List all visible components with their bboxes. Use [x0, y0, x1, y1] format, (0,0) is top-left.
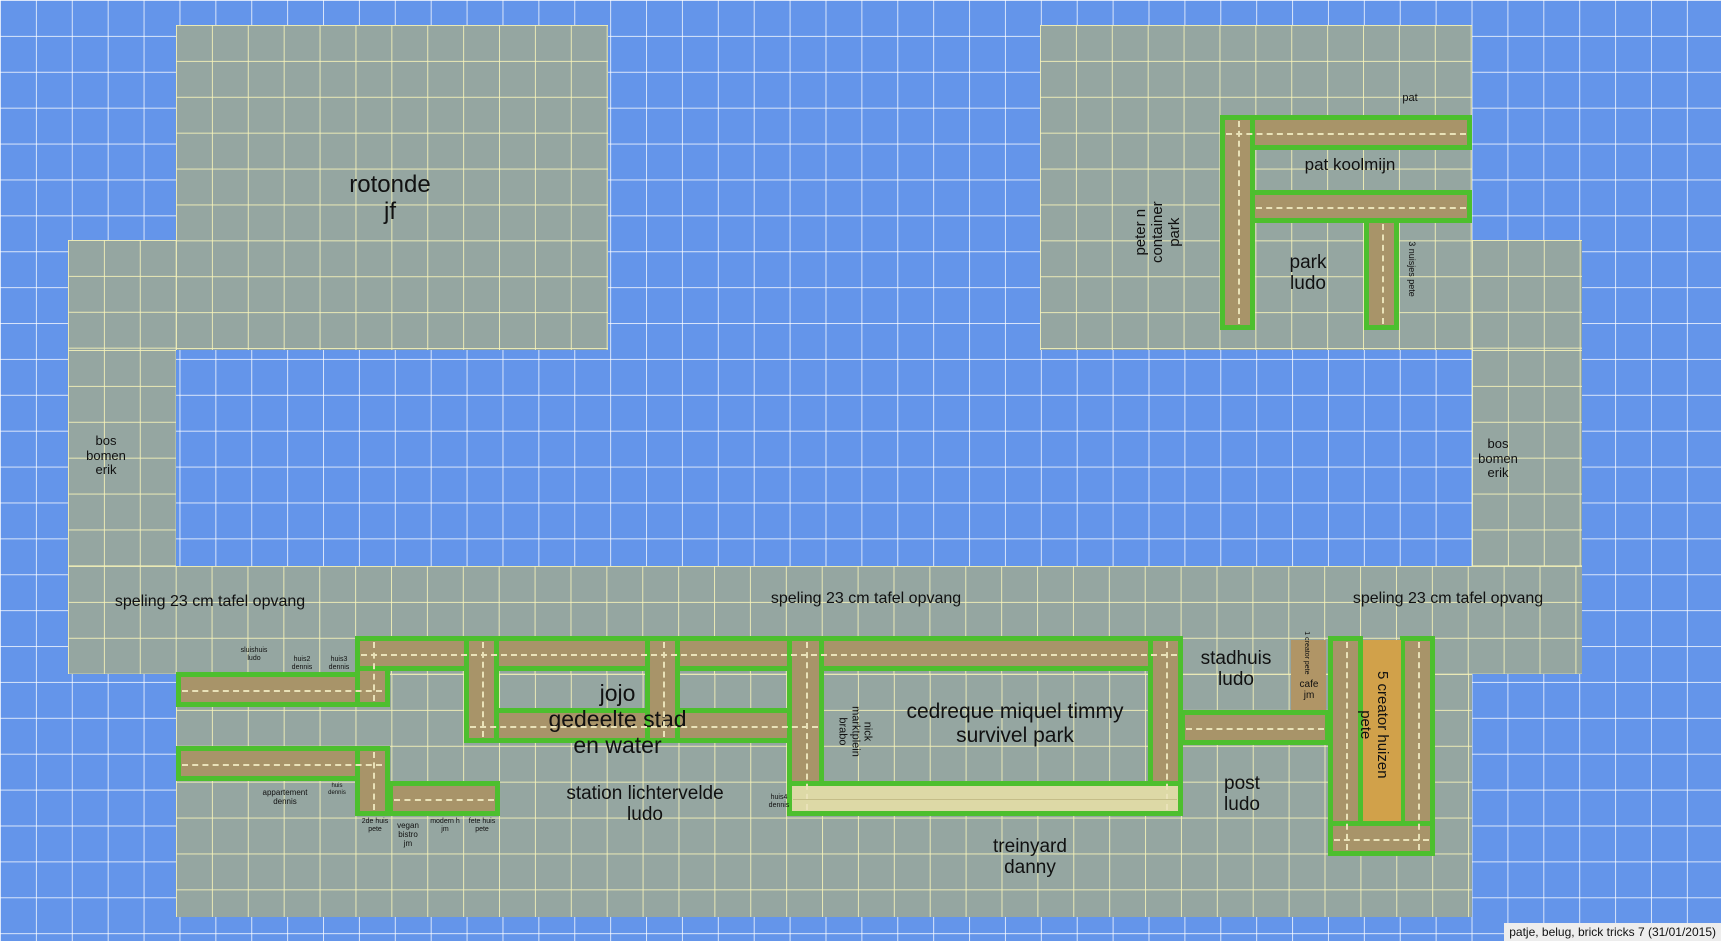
pat-koolmijn-label: pat koolmijn: [1304, 155, 1396, 174]
road-s-east-link: [1180, 710, 1330, 745]
pat-label: pat: [1402, 92, 1418, 104]
zone-north-east: [1040, 25, 1472, 350]
cafe-block: [1291, 640, 1326, 710]
zone-bos-left: [68, 350, 176, 566]
small-pete-label: 1 creator pete: [1302, 631, 1310, 675]
road-ne-stub: [1364, 218, 1399, 330]
road-s-west-upper: [176, 672, 388, 707]
nuisjes-label: 3 nuisjes pete: [1407, 241, 1418, 297]
road-s-west-curve-down: [355, 746, 390, 816]
road-ne-left: [1220, 115, 1255, 330]
road-s-east-u-left: [1328, 636, 1363, 856]
zone-rotonde: [176, 25, 608, 350]
zone-north-east-wing: [1472, 240, 1582, 350]
road-s-east-u-right: [1400, 636, 1435, 856]
zone-bos-left-upper: [68, 240, 176, 350]
road-s-west-tail: [388, 781, 500, 816]
speling-label-right: speling 23 cm tafel opvang: [1352, 590, 1544, 607]
road-s-west-lower: [176, 746, 388, 781]
road-s-loop-bottom: [464, 708, 824, 743]
speling-label-center: speling 23 cm tafel opvang: [770, 590, 962, 607]
footer-credit: patje, belug, brick tricks 7 (31/01/2015…: [1504, 923, 1721, 941]
rail-track: [787, 781, 1183, 816]
road-ne-top: [1220, 115, 1472, 150]
speling-label-left: speling 23 cm tafel opvang: [114, 593, 306, 610]
zone-bos-right: [1472, 350, 1582, 566]
road-s-park-right: [1148, 636, 1183, 816]
creator-houses-block: [1363, 640, 1401, 821]
road-ne-middle: [1250, 190, 1472, 223]
